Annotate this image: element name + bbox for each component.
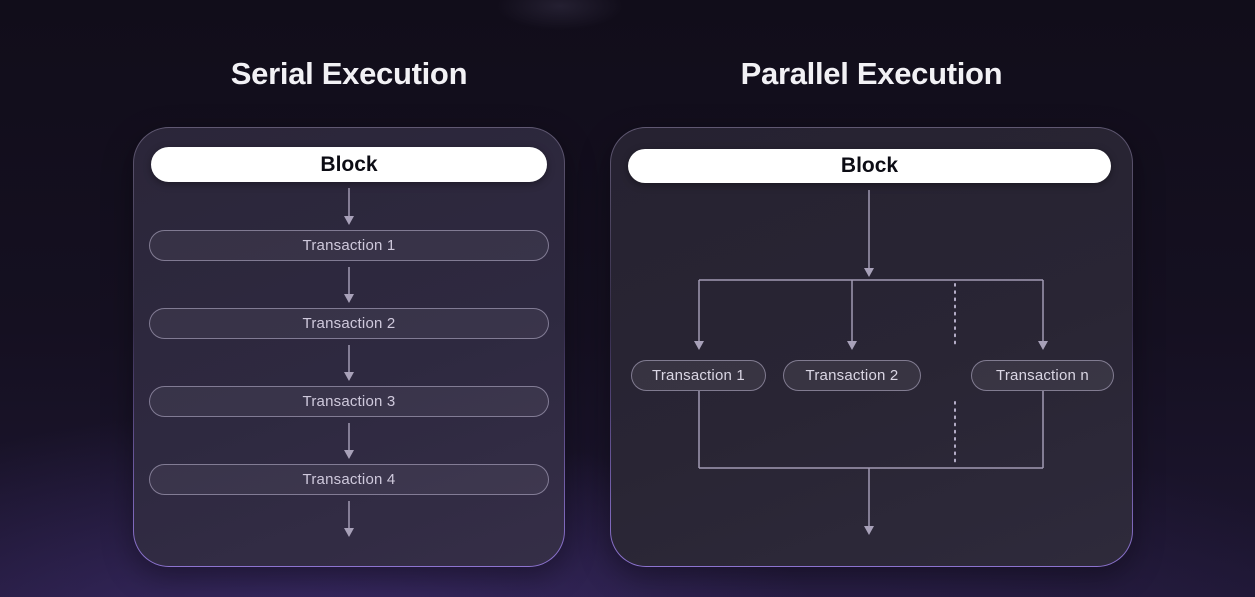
parallel-panel: Block Transaction 1 Transaction 2 Transa… [611, 128, 1132, 566]
parallel-title: Parallel Execution [740, 56, 1003, 91]
parallel-panel-frame: Block Transaction 1 Transaction 2 Transa… [610, 127, 1133, 567]
serial-transaction-pill: Transaction 4 [149, 464, 549, 495]
serial-title: Serial Execution [230, 56, 468, 91]
down-arrow-icon [344, 188, 354, 225]
parallel-block-label: Block [840, 154, 899, 177]
serial-transaction-pill: Transaction 2 [149, 308, 549, 339]
down-arrow-icon [864, 468, 874, 535]
serial-panel-frame: Block Transaction 1 Transaction 2 Transa… [133, 127, 565, 567]
parallel-execution-section: Parallel Execution [610, 56, 1133, 567]
serial-execution-section: Serial Execution [133, 56, 565, 567]
parallel-transaction-pill: Transaction 1 [631, 360, 766, 391]
parallel-transaction-pill: Transaction 2 [783, 360, 921, 391]
down-arrow-icon [864, 190, 874, 277]
down-arrow-icon [344, 345, 354, 381]
serial-transaction-pill: Transaction 1 [149, 230, 549, 261]
down-arrow-icon [694, 280, 704, 350]
down-arrow-icon [344, 267, 354, 303]
serial-block-label: Block [320, 152, 378, 176]
down-arrow-icon [1038, 280, 1048, 350]
serial-block-pill: Block [151, 147, 547, 182]
serial-transaction-pill: Transaction 3 [149, 386, 549, 417]
down-arrow-icon [847, 280, 857, 350]
parallel-block-pill: Block [628, 149, 1111, 183]
serial-flow-connectors [344, 188, 354, 537]
down-arrow-icon [344, 501, 354, 537]
parallel-flow-connectors [694, 190, 1048, 535]
parallel-transaction-pill: Transaction n [971, 360, 1114, 391]
down-arrow-icon [344, 423, 354, 459]
serial-panel: Block Transaction 1 Transaction 2 Transa… [134, 128, 564, 566]
